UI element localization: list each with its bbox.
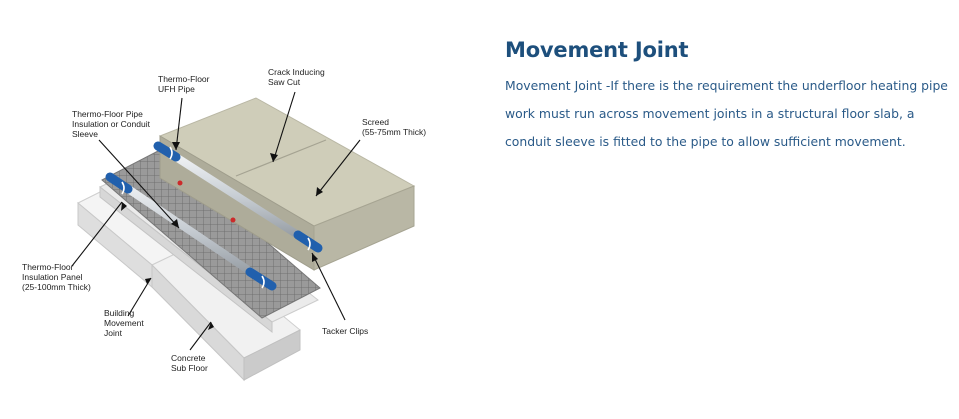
leader-lines [71,91,361,351]
label-concrete: Concrete Sub Floor [171,353,208,373]
conduit-sleeve [105,141,323,291]
ufh-pipe [108,148,316,286]
pipe-brand-mark [177,180,236,223]
diagram-illustration [71,91,416,382]
tacker-clip [121,146,311,289]
movement-joint-diagram: Thermo-Floor UFH Pipe Crack Inducing Saw… [0,0,470,419]
label-saw-cut: Crack Inducing Saw Cut [268,67,325,87]
section-description: Movement Joint -If there is the requirem… [505,78,948,149]
mesh-layer [101,149,321,319]
section-title: Movement Joint [505,38,689,62]
label-insulation-panel: Thermo-Floor Insulation Panel (25-100mm … [22,262,91,292]
content-panel: Movement Joint Movement Joint -If there … [505,38,950,156]
label-building-joint: Building Movement Joint [104,308,144,338]
screed-layer [158,97,416,271]
leader-arrowheads [121,142,323,330]
saw-cut-line [235,139,327,177]
label-screed: Screed (55-75mm Thick) [362,117,427,137]
label-tacker-clips: Tacker Clips [322,326,369,336]
label-pipe-insulation: Thermo-Floor Pipe Insulation or Conduit … [72,109,150,139]
label-ufh-pipe: Thermo-Floor UFH Pipe [158,74,210,94]
